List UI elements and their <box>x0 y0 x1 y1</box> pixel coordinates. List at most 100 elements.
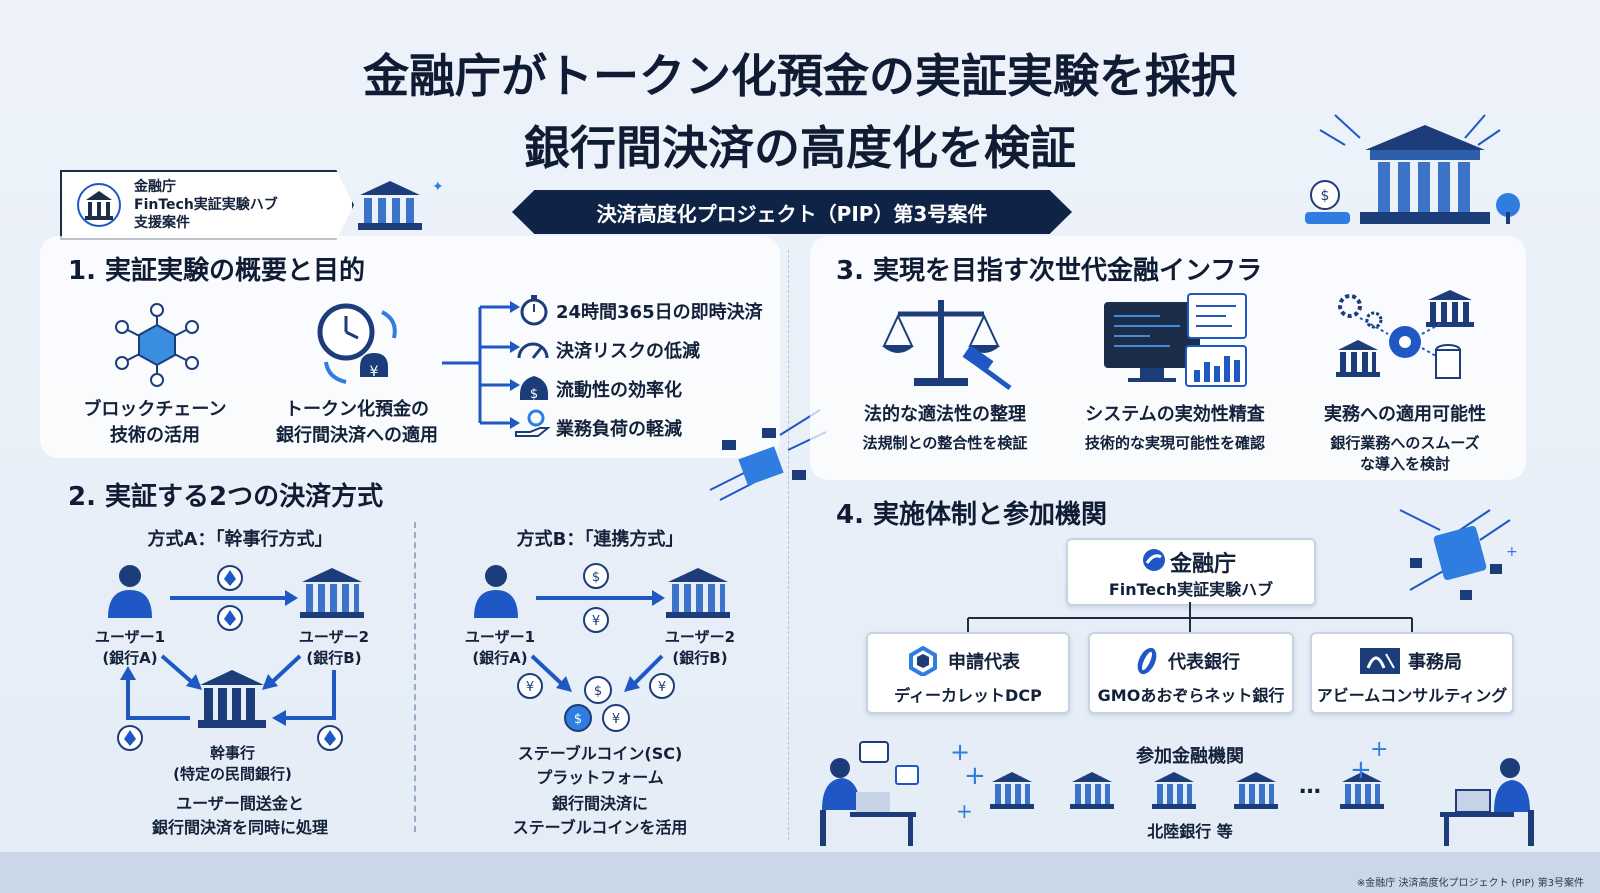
method-a-user2-name: ユーザー2 <box>298 628 370 646</box>
scales-gavel-icon <box>882 300 1012 391</box>
gauge-icon <box>517 342 549 359</box>
svg-text:+: + <box>1350 755 1372 785</box>
participants-ellipsis: … <box>1299 774 1321 799</box>
small-bank-icon: ✦ <box>358 179 442 230</box>
page-title-line2: 銀行間決済の高度化を検証 <box>524 121 1076 175</box>
participant-bank-5-icon <box>1340 772 1384 809</box>
method-a-user1: ユーザー1 (銀行A) <box>80 626 180 668</box>
svg-text:+: + <box>950 740 970 766</box>
system-title: システムの実効性精査 <box>1085 404 1265 425</box>
svg-text:+: + <box>1370 740 1388 762</box>
method-b-user2-name: ユーザー2 <box>664 628 736 646</box>
project-ribbon: 決済高度化プロジェクト（PIP）第3号案件 <box>512 190 1072 234</box>
half-divider <box>788 250 789 840</box>
svg-text:$: $ <box>574 712 582 727</box>
fsa-swirl-icon <box>1143 549 1165 571</box>
method-a-title: 方式A：「幹事行方式」 <box>147 529 333 550</box>
fsa-hub-sub: FinTech実証実験ハブ <box>1108 580 1274 599</box>
applicant-box: 申請代表 ディーカレットDCP <box>866 632 1070 714</box>
footer-bar <box>0 852 1600 893</box>
method-b-center-sub: プラットフォーム <box>536 768 664 787</box>
svg-text:$: $ <box>1321 188 1330 204</box>
participants-example: 北陸銀行 等 <box>1147 822 1233 841</box>
svg-text:✦: ✦ <box>432 179 442 195</box>
fintech-hub-badge: 金融庁 FinTech実証実験ハブ 支援案件 <box>60 170 354 240</box>
participants-label: 参加金融機関 <box>1136 746 1244 767</box>
method-b-diagram: $ ¥ ¥ $ ¥ $ ¥ <box>474 563 730 732</box>
method-b-center: ステーブルコイン(SC) プラットフォーム <box>490 740 710 788</box>
method-b-user2: ユーザー2 (銀行B) <box>650 626 750 668</box>
org-connectors <box>967 602 1413 632</box>
section2-heading: 2. 実証する2つの決済方式 <box>68 482 384 512</box>
page-title-line1: 金融庁がトークン化預金の実証実験を採択 <box>363 49 1237 103</box>
participant-bank-3-icon <box>1152 772 1196 809</box>
method-a-center-name: 幹事行 <box>209 744 255 762</box>
method-b-user1-sub: (銀行A) <box>472 649 528 667</box>
svg-text:$: $ <box>594 684 602 699</box>
legal-sub: 法規制との整合性を検証 <box>862 434 1028 452</box>
svg-text:¥: ¥ <box>526 680 534 695</box>
method-b-desc-line2: ステーブルコインを活用 <box>512 818 688 837</box>
secretariat-sub: アビームコンサルティング <box>1316 686 1508 705</box>
bank-illustration-icon: $ <box>1305 114 1520 224</box>
token-deposit-label-line2: 銀行間決済への適用 <box>276 425 438 446</box>
clock-money-icon: ¥ <box>317 303 397 384</box>
benefit-item-4: 業務負荷の軽減 <box>556 419 682 440</box>
gears-bank-icon <box>1336 290 1474 379</box>
participant-bank-1-icon <box>990 772 1034 809</box>
fsa-hub-box: 金融庁 FinTech実証実験ハブ <box>1066 538 1316 606</box>
computer-dashboard-icon <box>1104 293 1247 387</box>
method-b-user2-sub: (銀行B) <box>672 649 728 667</box>
svg-text:$: $ <box>592 570 600 585</box>
secretariat-title: 事務局 <box>1408 652 1462 673</box>
method-a-user2: ユーザー2 (銀行B) <box>284 626 384 668</box>
method-b-user1: ユーザー1 (銀行A) <box>450 626 550 668</box>
legal-title: 法的な適法性の整理 <box>864 404 1026 425</box>
section4-heading: 4. 実施体制と参加機関 <box>836 500 1108 530</box>
hand-gear-icon <box>515 409 550 437</box>
method-a-user1-sub: (銀行A) <box>102 649 158 667</box>
svg-text:¥: ¥ <box>658 680 666 695</box>
svg-text:¥: ¥ <box>370 364 379 380</box>
system-sub: 技術的な実現可能性を確認 <box>1084 434 1265 452</box>
applicant-title: 申請代表 <box>948 652 1020 673</box>
footnote: ※金融庁 決済高度化プロジェクト (PIP) 第3号案件 <box>1356 878 1584 889</box>
svg-text:¥: ¥ <box>612 712 620 727</box>
svg-text:$: $ <box>530 387 538 402</box>
badge-text: 金融庁 FinTech実証実験ハブ 支援案件 <box>134 178 278 232</box>
svg-text:¥: ¥ <box>592 614 600 629</box>
gmo-logo-icon <box>1137 647 1157 675</box>
server-network-icon: + <box>1399 509 1518 600</box>
method-b-center-name: ステーブルコイン(SC) <box>517 744 683 763</box>
benefit-item-2: 決済リスクの低減 <box>556 341 700 362</box>
representative-bank-box: 代表銀行 GMOあおぞらネット銀行 <box>1088 632 1294 714</box>
practice-sub: 銀行業務へのスムーズ な導入を検討 <box>1300 432 1510 474</box>
badge-line3: 支援案件 <box>134 215 190 231</box>
svg-text:+: + <box>1506 544 1518 560</box>
practice-sub-line1: 銀行業務へのスムーズ <box>1330 434 1480 452</box>
practice-sub-line2: な導入を検討 <box>1359 455 1450 473</box>
method-b-user1-name: ユーザー1 <box>464 628 536 646</box>
method-a-desc-line2: 銀行間決済を同時に処理 <box>151 818 328 837</box>
abeam-logo-icon <box>1360 648 1400 674</box>
method-b-desc-line1: 銀行間決済に <box>551 794 648 813</box>
participant-banks: + + + + + <box>950 740 1388 820</box>
token-deposit-label: トークン化預金の 銀行間決済への適用 <box>262 395 452 447</box>
section1-heading: 1. 実証実験の概要と目的 <box>68 256 366 286</box>
section3-heading: 3. 実現を目指す次世代金融インフラ <box>836 256 1263 286</box>
svg-text:+: + <box>956 799 973 820</box>
method-b-desc: 銀行間決済に ステーブルコインを活用 <box>470 790 730 838</box>
secretariat-box: 事務局 アビームコンサルティング <box>1310 632 1514 714</box>
benefit-item-3: 流動性の効率化 <box>556 380 682 401</box>
money-bag-icon: $ <box>520 376 548 402</box>
benefit-item-1: 24時間365日の即時決済 <box>556 302 763 323</box>
badge-line1: 金融庁 <box>134 179 176 195</box>
token-deposit-label-line1: トークン化預金の <box>285 399 429 420</box>
method-a-diagram <box>108 565 364 751</box>
blockchain-icon <box>115 303 199 387</box>
blockchain-label-line1: ブロックチェーン <box>83 399 227 420</box>
participant-bank-4-icon <box>1234 772 1278 809</box>
method-divider <box>414 522 416 832</box>
method-a-desc: ユーザー間送金と 銀行間決済を同時に処理 <box>110 790 370 838</box>
stopwatch-icon <box>520 295 548 326</box>
